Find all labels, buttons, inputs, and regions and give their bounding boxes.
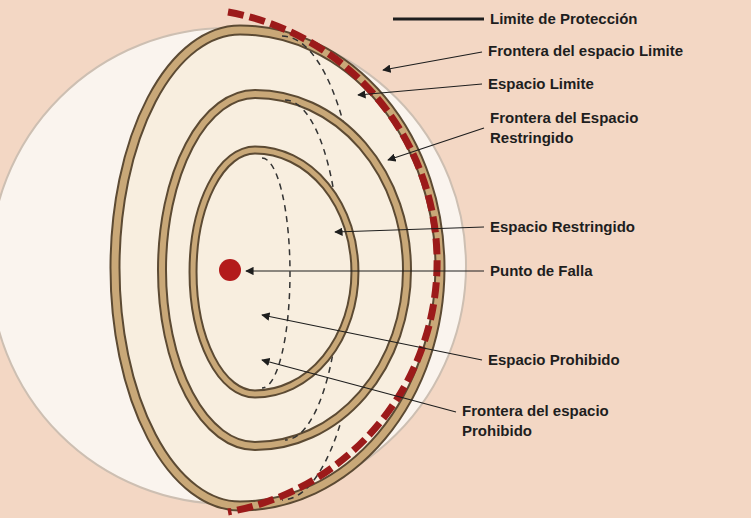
leader-arrow [262, 360, 456, 412]
leader-arrow [262, 315, 482, 360]
fault-point [219, 259, 241, 281]
part-label: Espacio Limite [486, 74, 596, 94]
part-label: Punto de Falla [488, 261, 595, 281]
sphere [0, 28, 466, 504]
leader-arrow [246, 270, 484, 271]
part-label: Espacio Prohibido [486, 350, 622, 370]
leader-arrow [335, 227, 484, 232]
protection-limit-arc [228, 12, 437, 512]
part-label: Frontera del Espacio Restringido [488, 108, 668, 148]
part-label: Limite de Protección [488, 9, 640, 29]
limit-space-band [115, 30, 440, 506]
part-label: Espacio Restringido [488, 217, 637, 237]
leader-arrow [383, 52, 482, 70]
leader-arrow [358, 84, 482, 95]
prohibited-space-boundary [193, 150, 355, 394]
restricted-space-boundary [162, 94, 407, 446]
hidden-edge [262, 158, 290, 388]
leader-line [393, 18, 484, 21]
leader-arrow [388, 128, 484, 160]
part-label: Frontera del espacio Limite [486, 41, 685, 61]
restricted-space-band [162, 94, 407, 446]
prohibited-space-band [193, 150, 355, 394]
part-label: Frontera del espacio Prohibido [460, 401, 640, 441]
limit-space-boundary [115, 30, 440, 506]
